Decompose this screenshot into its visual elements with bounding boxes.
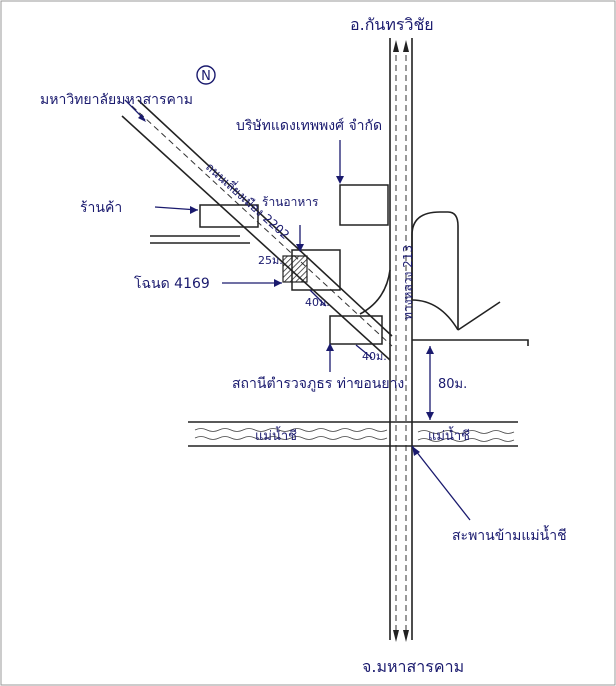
distance-80-label: 80ม. (438, 377, 467, 392)
south-arrow-left (393, 630, 399, 642)
university-pointer-head (138, 114, 146, 122)
police-pointer-head (326, 343, 334, 351)
diagonal-road (121, 99, 393, 361)
distance-40b-label: 40ม. (362, 350, 387, 363)
left-curve-road (359, 269, 391, 315)
company-pointer-head (336, 176, 344, 184)
company-label: บริษัทแดงเทพพงศ์ จำกัด (236, 117, 382, 134)
noodle-pointer-head (296, 244, 304, 252)
shop-label: ร้านค้า (80, 200, 122, 216)
noodle-shop-label: ร้านอาหาร (262, 195, 319, 209)
river (188, 421, 518, 447)
university-label: มหาวิทยาลัยมหาสารคาม (40, 92, 193, 108)
site-pointer-head (274, 279, 282, 287)
shop-building (199, 204, 259, 228)
distance-40a-label: 40ม. (305, 296, 330, 309)
company-building (339, 184, 389, 226)
police-station-building (329, 315, 383, 345)
distance-80-bottom-head (426, 412, 434, 420)
police-station-label: สถานีตำรวจภูธร ท่าขอนยาง (232, 376, 404, 392)
river-right-label: แม่น้ำชี (428, 426, 470, 444)
distance-40b-line (355, 344, 373, 359)
north-destination-label: อ.กันทรวิชัย (350, 15, 434, 34)
site-label: โฉนด 4169 (134, 275, 210, 292)
site-plot (282, 255, 308, 283)
main-road-label: ทางหลวง 213 (401, 245, 415, 320)
south-arrow-right (403, 630, 409, 642)
south-destination-label: จ.มหาสารคาม (362, 657, 464, 676)
north-marker: N (196, 65, 216, 85)
bridge-label: สะพานข้ามแม่น้ำชี (452, 525, 567, 544)
north-arrow-right (403, 40, 409, 52)
north-arrow-left (393, 40, 399, 52)
right-branch-road (411, 211, 529, 346)
bridge-pointer (411, 445, 471, 521)
distance-25-label: 25ม. (258, 254, 283, 267)
north-marker-label: N (201, 69, 211, 84)
bridge-pointer-head (412, 446, 420, 456)
shop-road-lines (150, 235, 250, 244)
river-left-label: แม่น้ำชี (255, 426, 297, 444)
main-road (389, 38, 413, 640)
shop-pointer-head (190, 206, 198, 214)
distance-40a-line (309, 289, 327, 307)
distance-80-top-head (426, 346, 434, 354)
